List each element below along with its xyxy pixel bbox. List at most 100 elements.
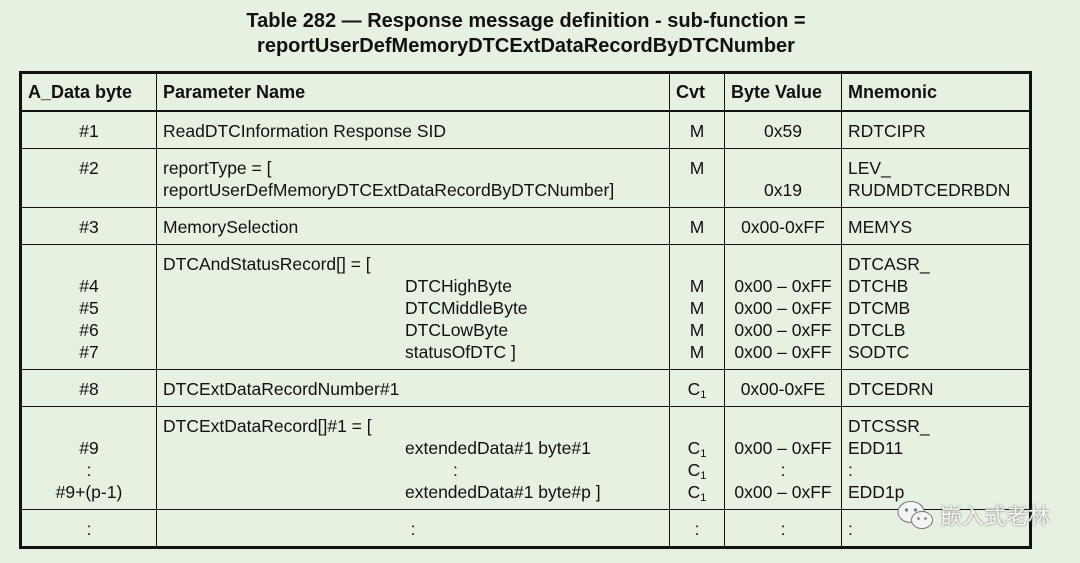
mnemonic-line: DTCASR_	[848, 254, 930, 274]
cvt-text: M	[689, 158, 705, 178]
byte-text: #6	[79, 320, 99, 340]
cell-byte: #2	[21, 148, 157, 208]
cell-cvt: M M M M	[669, 244, 725, 370]
byte-text: #5	[79, 298, 99, 318]
cvt-subscript: 1	[700, 389, 707, 401]
table-row: #3 MemorySelection M 0x00-0xFF MEMYS	[21, 207, 1030, 245]
value-text: 0x00 – 0xFF	[734, 438, 832, 458]
spacer	[731, 253, 835, 275]
cvt-text: M	[689, 320, 705, 340]
cvt-subscript: 1	[700, 448, 707, 460]
header-byte-value: Byte Value	[724, 73, 842, 112]
table-row: #4 #5 #6 #7 DTCAndStatusRecord[] = [ DTC…	[21, 244, 1030, 370]
table-row: : : : : :	[21, 509, 1030, 547]
value-text: 0x00 – 0xFF	[734, 320, 832, 340]
table-row: #8 DTCExtDataRecordNumber#1 C1 0x00-0xFE…	[21, 369, 1030, 407]
cell-mnemonic: RDTCIPR	[841, 110, 1030, 149]
cvt-subscript: 1	[700, 470, 707, 482]
header-mnemonic: Mnemonic	[841, 73, 1030, 112]
mnemonic-line: DTCHB	[848, 276, 909, 296]
cell-param: :	[156, 509, 670, 547]
value-text: 0x00 – 0xFF	[734, 298, 832, 318]
cell-value: 0x00-0xFE	[724, 369, 842, 407]
watermark: 嵌入式老林	[896, 499, 1050, 531]
cvt-text: C	[687, 379, 701, 399]
cell-cvt: :	[669, 509, 725, 547]
byte-text: #4	[79, 276, 99, 296]
byte-text: #9+(p-1)	[55, 482, 123, 502]
mnemonic-line: RUDMDTCEDRBDN	[848, 180, 1011, 200]
mnemonic-line: DTCMB	[848, 298, 911, 318]
cell-value: 0x19	[724, 148, 842, 208]
cell-param: reportType = [ reportUserDefMemoryDTCExt…	[156, 148, 670, 208]
table-header-row: A_Data byte Parameter Name Cvt Byte Valu…	[21, 73, 1030, 112]
table-title: Table 282 — Response message definition …	[0, 9, 1052, 59]
cvt-line: C1	[676, 459, 718, 482]
value-text: :	[780, 460, 786, 480]
cell-param: DTCAndStatusRecord[] = [ DTCHighByte DTC…	[156, 244, 670, 370]
byte-text: :	[86, 460, 92, 480]
byte-text: #9	[79, 438, 99, 458]
cell-cvt: C1	[669, 369, 725, 407]
cell-param: MemorySelection	[156, 207, 670, 245]
cell-value: 0x00 – 0xFF 0x00 – 0xFF 0x00 – 0xFF 0x00…	[724, 244, 842, 370]
cell-byte: #4 #5 #6 #7	[21, 244, 157, 370]
cell-byte: #1	[21, 110, 157, 149]
param-line: reportUserDefMemoryDTCExtDataRecordByDTC…	[163, 180, 615, 200]
cell-param: DTCExtDataRecord[]#1 = [ extendedData#1 …	[156, 406, 670, 510]
cell-mnemonic: LEV_ RUDMDTCEDRBDN	[841, 148, 1030, 208]
cell-value: 0x00 – 0xFF : 0x00 – 0xFF	[724, 406, 842, 510]
cell-param: ReadDTCInformation Response SID	[156, 110, 670, 149]
table-row: #1 ReadDTCInformation Response SID M 0x5…	[21, 110, 1030, 149]
cell-cvt: M	[669, 110, 725, 149]
mnemonic-line: DTCSSR_	[848, 416, 930, 436]
cell-cvt: C1 C1 C1	[669, 406, 725, 510]
cvt-text: M	[689, 276, 705, 296]
cvt-line: C1	[676, 481, 718, 504]
cvt-text: M	[689, 342, 705, 362]
param-line: :	[453, 460, 458, 480]
mnemonic-line: LEV_	[848, 158, 891, 178]
cell-value: 0x59	[724, 110, 842, 149]
param-line: DTCExtDataRecord[]#1 = [	[163, 416, 372, 436]
cell-mnemonic: DTCSSR_ EDD11 : EDD1p	[841, 406, 1030, 510]
param-line: extendedData#1 byte#p ]	[405, 482, 601, 502]
cell-cvt: M	[669, 207, 725, 245]
watermark-text: 嵌入式老林	[939, 504, 1050, 529]
response-table: A_Data byte Parameter Name Cvt Byte Valu…	[19, 71, 1032, 549]
cvt-text: M	[689, 298, 705, 318]
spacer	[731, 415, 835, 437]
cell-byte: #9 : #9+(p-1)	[21, 406, 157, 510]
spacer	[731, 157, 835, 179]
cell-value: :	[724, 509, 842, 547]
cvt-subscript: 1	[700, 492, 707, 504]
cvt-line: C1	[676, 437, 718, 460]
byte-text: #7	[79, 342, 99, 362]
wechat-icon	[897, 501, 933, 529]
table-row: #9 : #9+(p-1) DTCExtDataRecord[]#1 = [ e…	[21, 406, 1030, 510]
cvt-text: C	[687, 482, 701, 502]
mnemonic-line: EDD11	[848, 438, 904, 458]
cell-mnemonic: DTCASR_ DTCHB DTCMB DTCLB SODTC	[841, 244, 1030, 370]
param-line: reportType = [	[163, 158, 272, 178]
param-line: DTCAndStatusRecord[] = [	[163, 254, 371, 274]
header-parameter-name: Parameter Name	[156, 73, 670, 112]
mnemonic-line: EDD1p	[848, 482, 905, 502]
cell-mnemonic: MEMYS	[841, 207, 1030, 245]
mnemonic-line: SODTC	[848, 342, 910, 362]
param-line: statusOfDTC ]	[405, 342, 516, 362]
cell-byte: #8	[21, 369, 157, 407]
param-line: DTCMiddleByte	[405, 298, 528, 318]
cell-param: DTCExtDataRecordNumber#1	[156, 369, 670, 407]
spacer	[28, 415, 150, 437]
table-row: #2 reportType = [ reportUserDefMemoryDTC…	[21, 148, 1030, 208]
value-text: 0x00 – 0xFF	[734, 276, 832, 296]
table-title-line2: reportUserDefMemoryDTCExtDataRecordByDTC…	[257, 35, 795, 57]
table-title-line1: Table 282 — Response message definition …	[246, 10, 806, 32]
byte-text: #2	[79, 158, 99, 178]
header-cvt: Cvt	[669, 73, 725, 112]
cvt-text: C	[687, 460, 701, 480]
header-a-data-byte: A_Data byte	[21, 73, 157, 112]
cell-byte: :	[21, 509, 157, 547]
param-line: DTCHighByte	[405, 276, 512, 296]
